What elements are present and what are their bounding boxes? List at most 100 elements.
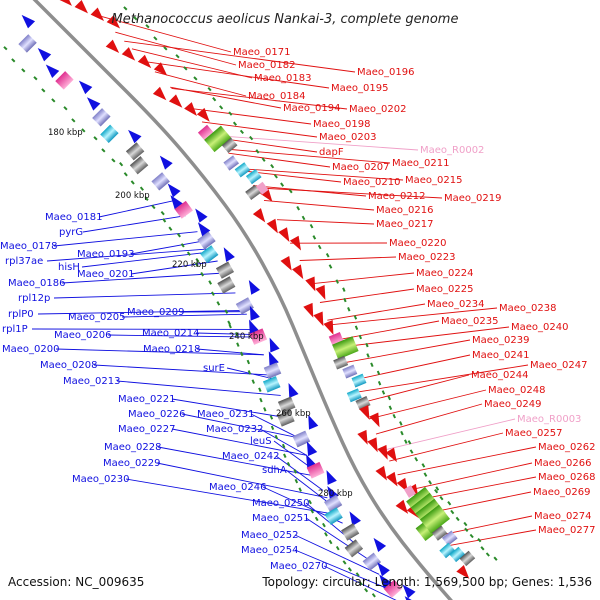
- reverse-gene-arrow: [197, 222, 211, 237]
- gene-label-forward[interactable]: Maeo_0202: [349, 104, 406, 115]
- gene-label-forward[interactable]: Maeo_R0003: [517, 414, 581, 425]
- gene-label-reverse[interactable]: rplP0: [8, 309, 34, 320]
- gene-label-forward[interactable]: Maeo_0235: [441, 316, 498, 327]
- gene-label-reverse[interactable]: Maeo_0208: [40, 360, 97, 371]
- gene-label-reverse[interactable]: Maeo_0230: [72, 474, 129, 485]
- gene-label-forward[interactable]: Maeo_0198: [313, 119, 370, 130]
- gene-label-forward[interactable]: Maeo_0196: [357, 67, 414, 78]
- gene-label-forward[interactable]: Maeo_0211: [392, 158, 449, 169]
- gene-label-forward[interactable]: Maeo_0224: [416, 268, 473, 279]
- gene-label-reverse[interactable]: Maeo_0231: [197, 409, 254, 420]
- gene-label-forward[interactable]: Maeo_0262: [538, 442, 595, 453]
- feature-block: [442, 530, 458, 546]
- gene-label-reverse[interactable]: pyrG: [59, 227, 83, 238]
- gene-label-reverse[interactable]: Maeo_0228: [104, 442, 161, 453]
- gene-label-reverse[interactable]: Maeo_0206: [54, 330, 111, 341]
- gene-label-reverse[interactable]: Maeo_0250: [252, 498, 309, 509]
- gc-dot: [274, 434, 279, 440]
- gene-label-reverse[interactable]: Maeo_0270: [270, 561, 327, 572]
- gene-label-forward[interactable]: Maeo_0210: [343, 177, 400, 188]
- gene-label-forward[interactable]: Maeo_0225: [416, 284, 473, 295]
- gene-label-reverse[interactable]: Maeo_0221: [118, 394, 175, 405]
- gene-label-reverse[interactable]: Maeo_0226: [128, 409, 185, 420]
- gene-label-reverse[interactable]: Maeo_0193: [77, 249, 134, 260]
- gene-label-forward[interactable]: Maeo_0277: [538, 525, 595, 536]
- gc-dot: [239, 129, 244, 135]
- gc-dot: [404, 439, 408, 444]
- gene-label-forward[interactable]: Maeo_0239: [472, 335, 529, 346]
- gene-label-reverse[interactable]: Maeo_0213: [63, 376, 120, 387]
- gene-label-reverse[interactable]: hisH: [58, 262, 80, 273]
- gene-label-reverse[interactable]: Maeo_0227: [118, 424, 175, 435]
- gc-dot: [259, 397, 263, 403]
- gc-dot: [207, 86, 212, 92]
- gene-label-forward[interactable]: Maeo_0240: [511, 322, 568, 333]
- reverse-gene-arrow: [78, 80, 93, 95]
- gene-label-forward[interactable]: Maeo_0269: [533, 487, 590, 498]
- gene-label-reverse[interactable]: Maeo_0200: [2, 344, 59, 355]
- forward-gene-arrow: [303, 302, 314, 318]
- gene-label-forward[interactable]: Maeo_0257: [505, 428, 562, 439]
- gc-dot: [263, 407, 267, 412]
- forward-gene-arrow: [121, 47, 136, 61]
- gene-label-reverse[interactable]: Maeo_0229: [103, 458, 160, 469]
- gene-label-forward[interactable]: Maeo_0266: [534, 458, 591, 469]
- gene-label-reverse[interactable]: Maeo_0251: [252, 513, 309, 524]
- gc-dot: [325, 253, 330, 258]
- gene-label-forward[interactable]: Maeo_0247: [530, 360, 587, 371]
- gene-label-forward[interactable]: Maeo_0195: [331, 83, 388, 94]
- gene-label-forward[interactable]: dapF: [319, 147, 344, 158]
- gene-label-forward[interactable]: Maeo_R0002: [420, 145, 484, 156]
- gene-label-reverse[interactable]: Maeo_0254: [241, 545, 298, 556]
- gene-label-forward[interactable]: Maeo_0215: [405, 175, 462, 186]
- gene-label-forward[interactable]: Maeo_0217: [376, 219, 433, 230]
- gene-label-reverse[interactable]: Maeo_0218: [143, 344, 200, 355]
- gene-label-forward[interactable]: Maeo_0220: [389, 238, 446, 249]
- label-leader-line: [241, 170, 342, 183]
- gene-label-forward[interactable]: Maeo_0182: [238, 60, 295, 71]
- gene-label-forward[interactable]: Maeo_0184: [248, 91, 305, 102]
- gc-dot: [342, 287, 346, 292]
- gene-label-reverse[interactable]: Maeo_0181: [45, 212, 102, 223]
- feature-block: [221, 137, 238, 153]
- reverse-gene-arrow: [326, 470, 337, 485]
- gene-label-reverse[interactable]: Maeo_0201: [77, 269, 134, 280]
- gene-label-reverse[interactable]: Maeo_0205: [68, 312, 125, 323]
- gc-dot: [317, 244, 322, 250]
- gene-label-forward[interactable]: Maeo_0249: [484, 399, 541, 410]
- gene-label-reverse[interactable]: Maeo_0246: [209, 482, 266, 493]
- feature-block: [234, 162, 251, 178]
- gene-label-forward[interactable]: Maeo_0183: [254, 73, 311, 84]
- gene-label-reverse[interactable]: rpl12p: [18, 293, 50, 304]
- label-leader-line: [312, 272, 415, 285]
- gene-label-reverse[interactable]: Maeo_0209: [127, 307, 184, 318]
- gene-label-forward[interactable]: Maeo_0212: [368, 191, 425, 202]
- gene-label-reverse[interactable]: rpl1P: [2, 324, 28, 335]
- gene-label-forward[interactable]: Maeo_0244: [471, 370, 528, 381]
- gene-label-forward[interactable]: Maeo_0248: [488, 385, 545, 396]
- gene-label-reverse[interactable]: Maeo_0214: [142, 328, 199, 339]
- gene-label-reverse[interactable]: Maeo_0242: [222, 451, 279, 462]
- gene-label-forward[interactable]: Maeo_0223: [398, 252, 455, 263]
- gene-label-forward[interactable]: Maeo_0241: [472, 350, 529, 361]
- gene-label-forward[interactable]: Maeo_0203: [319, 132, 376, 143]
- gene-label-reverse[interactable]: surE: [203, 363, 225, 374]
- gene-label-forward[interactable]: Maeo_0274: [534, 511, 591, 522]
- gene-label-forward[interactable]: Maeo_0268: [538, 472, 595, 483]
- gene-label-reverse[interactable]: rpl37ae: [5, 256, 43, 267]
- gene-label-reverse[interactable]: sdhA: [262, 465, 287, 476]
- label-leader-line: [82, 215, 186, 233]
- gene-label-forward[interactable]: Maeo_0219: [444, 193, 501, 204]
- gene-label-forward[interactable]: Maeo_0238: [499, 303, 556, 314]
- gene-label-reverse[interactable]: Maeo_0186: [8, 278, 65, 289]
- label-leader-line: [107, 334, 257, 338]
- gene-label-reverse[interactable]: Maeo_0252: [241, 530, 298, 541]
- gene-label-reverse[interactable]: Maeo_0178: [0, 241, 57, 252]
- gene-label-forward[interactable]: Maeo_0234: [427, 299, 484, 310]
- gene-label-forward[interactable]: Maeo_0194: [283, 103, 340, 114]
- gene-label-forward[interactable]: Maeo_0216: [376, 205, 433, 216]
- gene-label-reverse[interactable]: Maeo_0232: [206, 424, 263, 435]
- gene-label-forward[interactable]: Maeo_0207: [332, 162, 389, 173]
- gene-label-reverse[interactable]: leuS: [250, 436, 272, 447]
- gene-label-forward[interactable]: Maeo_0171: [233, 47, 290, 58]
